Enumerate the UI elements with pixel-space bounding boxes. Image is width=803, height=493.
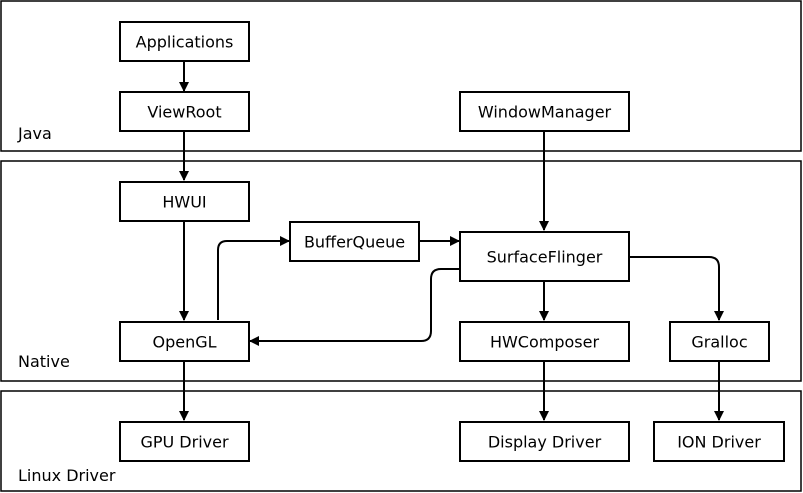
- node-display-driver: Display Driver: [459, 421, 630, 462]
- node-bufferqueue: BufferQueue: [289, 221, 420, 262]
- layer-label-linux-driver: Linux Driver: [18, 466, 116, 485]
- node-label-hwcomposer: HWComposer: [490, 333, 600, 352]
- edges: [179, 61, 724, 421]
- node-gralloc: Gralloc: [669, 321, 770, 362]
- node-viewroot: ViewRoot: [119, 91, 250, 132]
- layer-label-native: Native: [18, 352, 70, 371]
- node-opengl: OpenGL: [119, 321, 250, 362]
- node-label-viewroot: ViewRoot: [147, 103, 221, 122]
- layer-label-java: Java: [17, 124, 52, 143]
- node-label-surfaceflinger: SurfaceFlinger: [487, 248, 603, 267]
- node-gpu-driver: GPU Driver: [119, 421, 250, 462]
- node-label-opengl: OpenGL: [152, 333, 216, 352]
- node-label-windowmanager: WindowManager: [478, 103, 612, 122]
- node-ion-driver: ION Driver: [653, 421, 785, 462]
- node-label-gpu-driver: GPU Driver: [140, 433, 229, 452]
- edge-opengl-bufferqueue: [217, 236, 290, 320]
- node-label-bufferqueue: BufferQueue: [304, 233, 405, 252]
- node-label-ion-driver: ION Driver: [677, 433, 761, 452]
- edge-surfaceflinger-gralloc: [629, 256, 724, 321]
- node-hwui: HWUI: [119, 181, 250, 222]
- edge-surfaceflinger-opengl: [249, 268, 459, 346]
- node-surfaceflinger: SurfaceFlinger: [459, 231, 630, 282]
- node-hwcomposer: HWComposer: [459, 321, 630, 362]
- node-label-gralloc: Gralloc: [691, 333, 747, 352]
- node-label-hwui: HWUI: [162, 193, 206, 212]
- node-applications: Applications: [119, 21, 250, 62]
- node-windowmanager: WindowManager: [459, 91, 630, 132]
- node-label-applications: Applications: [136, 33, 234, 52]
- node-label-display-driver: Display Driver: [488, 433, 602, 452]
